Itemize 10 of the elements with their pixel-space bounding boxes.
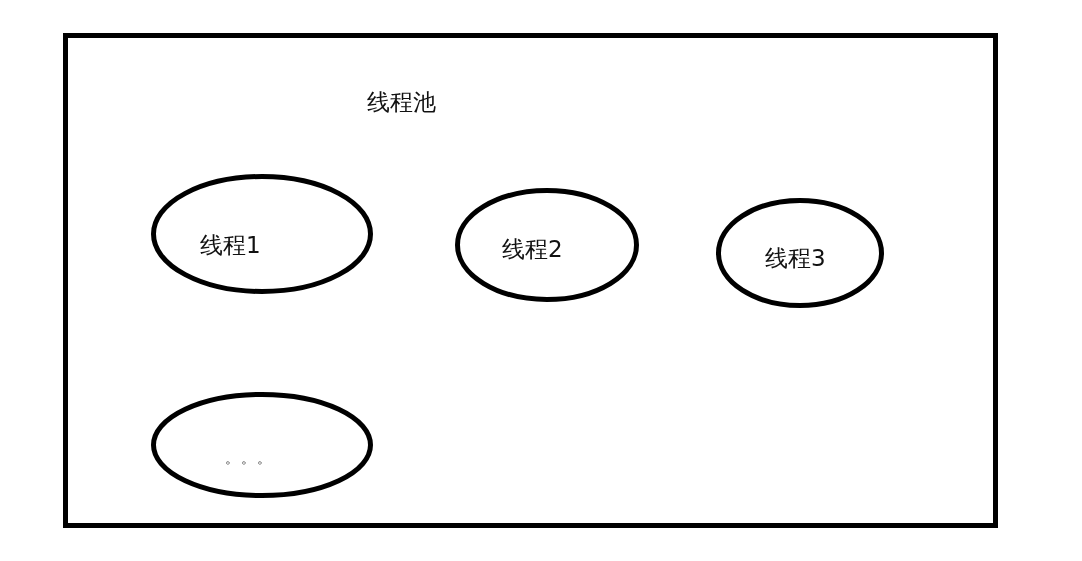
thread-ellipse (151, 392, 373, 498)
thread-ellipse (151, 174, 373, 294)
thread-label: 。。。 (225, 451, 273, 465)
thread-label: 线程3 (765, 247, 826, 270)
pool-title: 线程池 (367, 91, 436, 114)
thread-ellipse (455, 188, 639, 302)
thread-label: 线程2 (502, 238, 563, 261)
thread-label: 线程1 (200, 234, 261, 257)
thread-pool-box (63, 33, 998, 528)
thread-ellipse (716, 198, 884, 308)
